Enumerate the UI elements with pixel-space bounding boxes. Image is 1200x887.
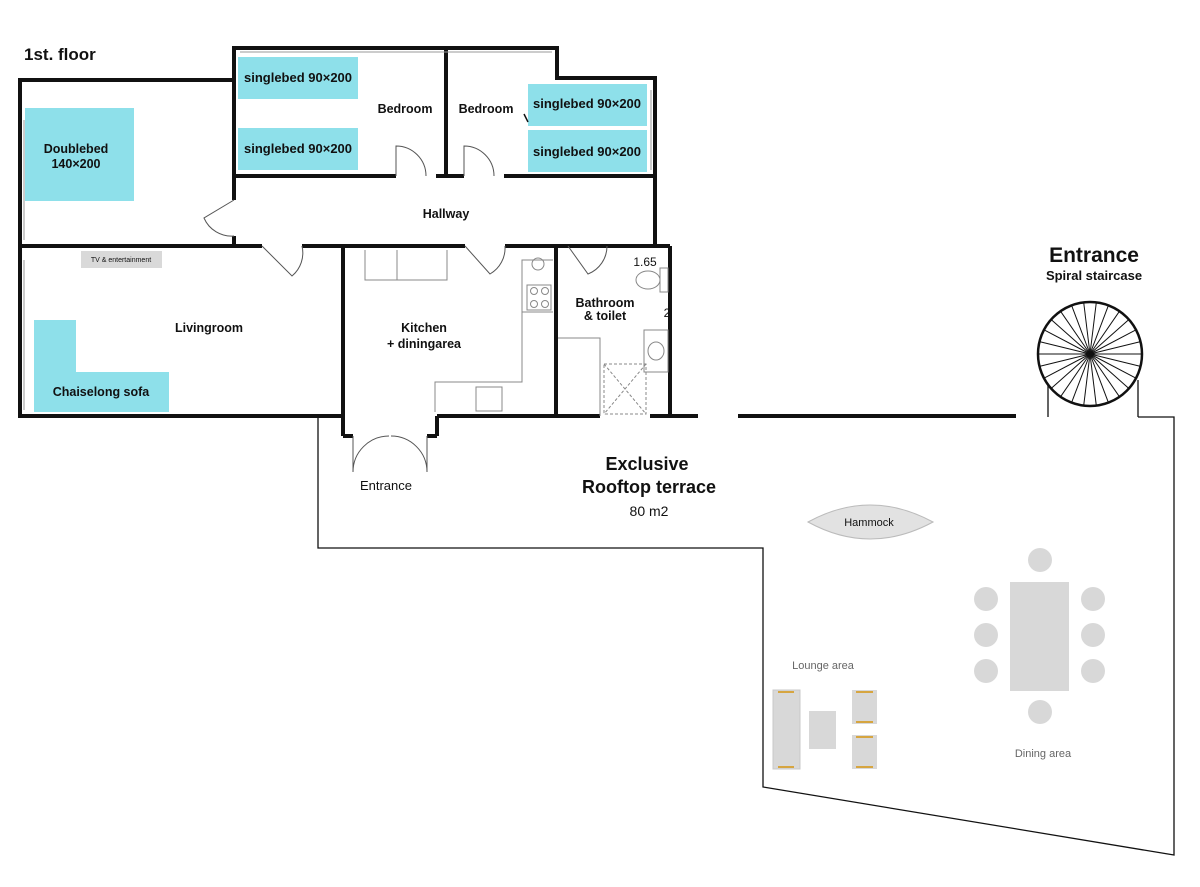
stair-step [1071, 353, 1091, 403]
stair-step [1039, 353, 1091, 367]
stair-step [1089, 341, 1141, 355]
doublebed-label: Doublebed [44, 142, 109, 156]
singlebed-b [238, 128, 358, 170]
floor-title: 1st. floor [24, 45, 96, 64]
doors [203, 113, 608, 473]
livingroom-label: Livingroom [175, 321, 243, 335]
stair-step [1060, 353, 1091, 398]
bedroom-2-label: Bedroom [459, 102, 514, 116]
stair-step [1089, 329, 1137, 355]
bathroom-label: Bathroom [575, 296, 634, 310]
bath-side-dimension: 2 [664, 306, 671, 320]
stair-step [1071, 305, 1091, 355]
stair-step [1039, 341, 1091, 355]
singlebed-a-label: singlebed 90×200 [244, 70, 352, 85]
stair-step [1043, 353, 1091, 379]
bedroom-1-label: Bedroom [378, 102, 433, 116]
singlebed-d [528, 130, 647, 172]
bath-dimension: 1.65 [633, 255, 657, 269]
stair-step [1050, 353, 1091, 389]
stair-step [1089, 305, 1109, 355]
chaiselong-sofa [34, 320, 169, 412]
stair-step [1089, 319, 1130, 355]
singlebed-a [238, 57, 358, 99]
terrace-outline [317, 380, 1175, 856]
walls [18, 46, 698, 438]
stair-step [1089, 353, 1120, 398]
tv-unit [81, 251, 162, 268]
terrace-area: 80 m2 [630, 503, 669, 519]
dining-furniture [974, 548, 1105, 724]
singlebed-c-label: singlebed 90×200 [533, 96, 641, 111]
stair-step [1050, 319, 1091, 355]
stair-step [1083, 353, 1091, 406]
terrace-title-2: Rooftop terrace [582, 477, 716, 497]
kitchen-label: Kitchen [401, 321, 447, 335]
hallway-label: Hallway [423, 207, 470, 221]
doublebed [25, 108, 134, 201]
singlebed-d-label: singlebed 90×200 [533, 144, 641, 159]
entrance-label: Entrance [360, 478, 412, 493]
spiral-staircase [1036, 300, 1144, 408]
dining-label: Dining area [1015, 748, 1072, 760]
kitchen-fixtures [364, 250, 553, 412]
stair-step [1089, 353, 1137, 379]
stair-step [1089, 310, 1120, 355]
stair-step [1060, 310, 1091, 355]
stair-step [1089, 353, 1141, 367]
stair-entrance-subtitle: Spiral staircase [1046, 268, 1142, 283]
stair-step [1089, 353, 1130, 389]
doublebed-size: 140×200 [51, 157, 100, 171]
sofa-label: Chaiselong sofa [53, 385, 151, 399]
stair-step [1089, 353, 1109, 403]
bathroom-fixtures [558, 267, 669, 416]
stair-step [1083, 302, 1091, 355]
terrace-title-1: Exclusive [605, 454, 688, 474]
windows [23, 51, 652, 410]
singlebed-b-label: singlebed 90×200 [244, 141, 352, 156]
stair-step [1089, 353, 1097, 406]
hammock [806, 504, 935, 540]
toilet-label: & toilet [584, 309, 627, 323]
stair-step [1089, 302, 1097, 355]
stair-step [1043, 329, 1091, 355]
singlebed-c [528, 84, 647, 126]
tv-label: TV & entertainment [91, 257, 151, 264]
hammock-label: Hammock [844, 517, 894, 529]
stair-entrance-title: Entrance [1049, 244, 1139, 267]
lounge-furniture [772, 689, 877, 770]
lounge-label: Lounge area [792, 660, 855, 672]
diningarea-label: + diningarea [387, 337, 462, 351]
